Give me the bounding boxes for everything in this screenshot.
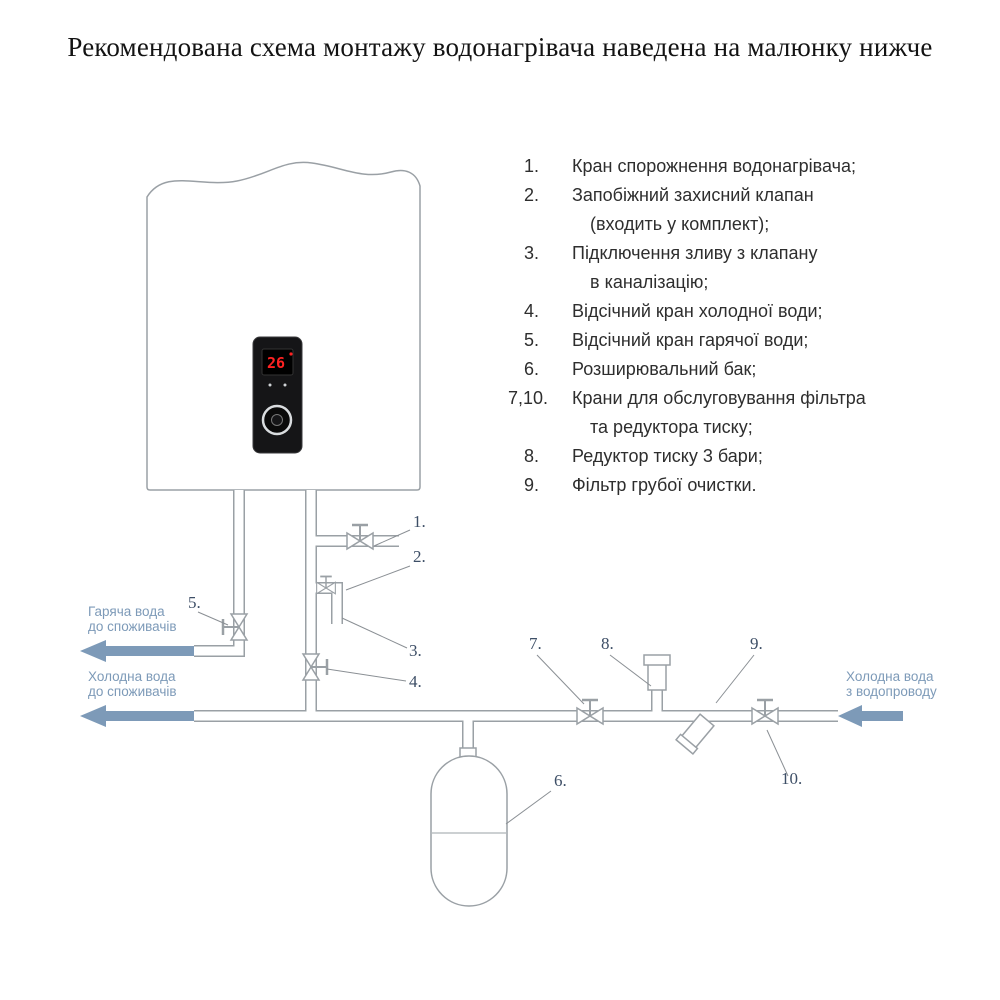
pressure-reducer bbox=[643, 654, 671, 691]
legend-label: Відсічний кран гарячої води; bbox=[572, 330, 809, 350]
legend-label: Редуктор тиску 3 бари; bbox=[572, 446, 763, 466]
page-title: Рекомендована схема монтажу водонагрівач… bbox=[67, 32, 933, 62]
svg-text:з водопроводу: з водопроводу bbox=[846, 684, 937, 699]
legend-label: Крани для обслуговування фільтра та реду… bbox=[572, 388, 866, 437]
legend-number: 6. bbox=[524, 359, 540, 379]
legend-label: Запобіжний захисний клапан (входить у ко… bbox=[572, 185, 814, 234]
legend-item-3: 3. Підключення зливу з клапану в каналіз… bbox=[508, 239, 948, 297]
legend-item-4: 4. Відсічний кран холодної води; bbox=[508, 297, 948, 326]
legend-number: 2. bbox=[524, 185, 540, 205]
callout-leaders bbox=[197, 529, 789, 825]
legend-item-7-10: 7,10. Крани для обслуговування фільтра т… bbox=[508, 384, 948, 442]
legend-number: 5. bbox=[524, 330, 540, 350]
callout-3: 3. bbox=[409, 641, 422, 660]
legend-list: 1. Кран спорожнення водонагрівача; 2. За… bbox=[508, 152, 948, 500]
svg-text:до споживачів: до споживачів bbox=[88, 619, 177, 634]
callout-4: 4. bbox=[409, 672, 422, 691]
heater-control-panel: 26 bbox=[252, 336, 303, 454]
cold-water-out-label: Холодна вода до споживачів bbox=[88, 669, 177, 699]
hot-water-out-arrow-icon bbox=[80, 640, 194, 662]
legend-label: Фільтр грубої очистки. bbox=[572, 475, 757, 495]
callout-2: 2. bbox=[413, 547, 426, 566]
legend-label: Підключення зливу з клапану в каналізаці… bbox=[572, 243, 818, 292]
legend-number: 4. bbox=[524, 301, 540, 321]
legend-item-6: 6. Розширювальний бак; bbox=[508, 355, 948, 384]
legend-label: Розширювальний бак; bbox=[572, 359, 757, 379]
svg-text:Гаряча вода: Гаряча вода bbox=[88, 604, 165, 619]
legend-item-1: 1. Кран спорожнення водонагрівача; bbox=[508, 152, 948, 181]
callout-8: 8. bbox=[601, 634, 614, 653]
callout-7: 7. bbox=[529, 634, 542, 653]
legend-number: 9. bbox=[524, 475, 540, 495]
water-heater-body bbox=[146, 161, 421, 491]
hot-water-out-label: Гаряча вода до споживачів bbox=[88, 604, 177, 634]
legend-label: Кран спорожнення водонагрівача; bbox=[572, 156, 857, 176]
callout-9: 9. bbox=[750, 634, 763, 653]
pipe-network bbox=[194, 490, 838, 756]
coarse-filter bbox=[675, 713, 715, 755]
legend-item-2: 2. Запобіжний захисний клапан (входить у… bbox=[508, 181, 948, 239]
svg-text:до споживачів: до споживачів bbox=[88, 684, 177, 699]
legend-number: 7,10. bbox=[508, 388, 549, 408]
heater-display bbox=[261, 348, 294, 376]
legend-label: Відсічний кран холодної води; bbox=[572, 301, 823, 321]
callout-10: 10. bbox=[781, 769, 802, 788]
legend-item-8: 8. Редуктор тиску 3 бари; bbox=[508, 442, 948, 471]
callout-1: 1. bbox=[413, 512, 426, 531]
cold-water-in-label: Холодна вода з водопроводу bbox=[846, 669, 937, 699]
legend-item-9: 9. Фільтр грубої очистки. bbox=[508, 471, 948, 500]
legend-number: 1. bbox=[524, 156, 540, 176]
callout-6: 6. bbox=[554, 771, 567, 790]
legend-number: 8. bbox=[524, 446, 540, 466]
legend-number: 3. bbox=[524, 243, 540, 263]
cold-water-out-arrow-icon bbox=[80, 705, 194, 727]
degree-dot-icon bbox=[289, 352, 293, 356]
legend-item-5: 5. Відсічний кран гарячої води; bbox=[508, 326, 948, 355]
svg-text:Холодна вода: Холодна вода bbox=[88, 669, 176, 684]
expansion-tank bbox=[430, 747, 508, 907]
display-temperature: 26 bbox=[267, 354, 285, 372]
svg-text:Холодна вода: Холодна вода bbox=[846, 669, 934, 684]
callout-5: 5. bbox=[188, 593, 201, 612]
cold-water-in-arrow-icon bbox=[838, 705, 903, 727]
